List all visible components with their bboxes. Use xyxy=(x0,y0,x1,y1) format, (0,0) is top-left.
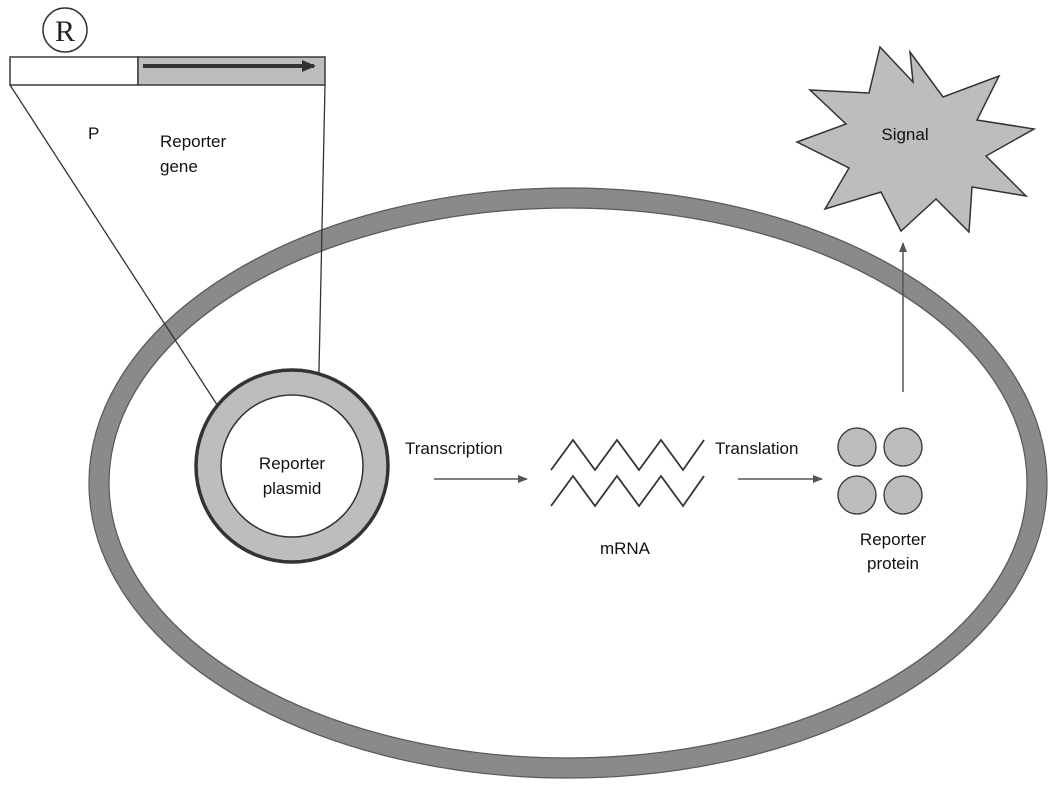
mrna-strand-1 xyxy=(550,438,705,472)
reporter-protein-particle xyxy=(837,475,877,515)
mrna-strand-2 xyxy=(550,474,705,508)
signal-label: Signal xyxy=(881,125,928,144)
signal-burst xyxy=(795,45,1037,234)
cell-membrane-outline-inner xyxy=(108,207,1028,759)
plasmid-label-line1: Reporter xyxy=(259,454,325,473)
reporter-gene-segment xyxy=(137,56,326,86)
reporter-protein-cluster xyxy=(837,427,923,515)
mrna-label: mRNA xyxy=(600,539,651,558)
reporter-protein-particle xyxy=(837,427,877,467)
promoter-segment xyxy=(9,56,139,86)
protein-label-line2: protein xyxy=(867,554,919,573)
cell-membrane xyxy=(88,187,1048,779)
connector-line-right xyxy=(317,84,326,419)
reporter-plasmid xyxy=(194,368,390,564)
transcription-label: Transcription xyxy=(405,439,503,458)
reporter-construct xyxy=(9,56,326,86)
reporter-gene-label-line1: Reporter xyxy=(160,132,226,151)
cell-membrane-outline-outer xyxy=(88,187,1048,779)
reporter-protein-particle xyxy=(883,475,923,515)
protein-label-line1: Reporter xyxy=(860,530,926,549)
translation-label: Translation xyxy=(715,439,798,458)
promoter-label: P xyxy=(88,124,99,143)
reporter-gene-label-line2: gene xyxy=(160,157,198,176)
r-symbol-text: R xyxy=(55,15,75,48)
connector-line-left xyxy=(9,84,237,435)
r-symbol-circle xyxy=(42,7,88,53)
reporter-protein-particle xyxy=(883,427,923,467)
plasmid-label-line2: plasmid xyxy=(263,479,322,498)
